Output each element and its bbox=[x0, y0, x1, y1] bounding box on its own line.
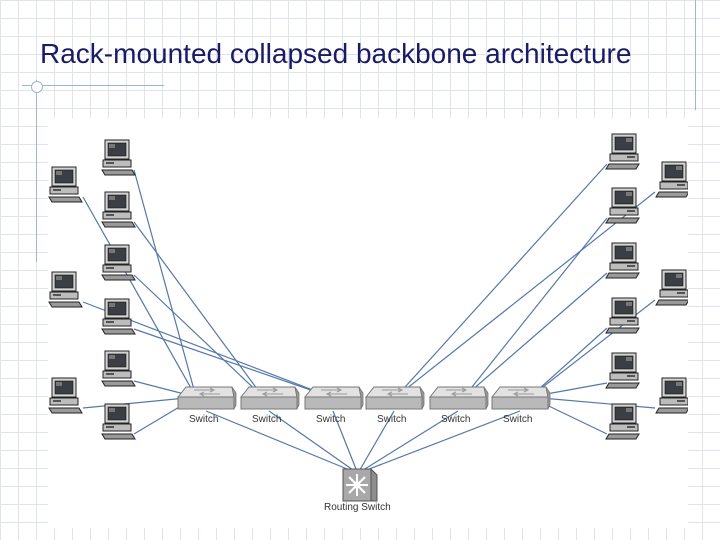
switch-label: Switch bbox=[503, 414, 533, 425]
link-left-2 bbox=[133, 221, 264, 398]
workstation-icon bbox=[655, 161, 688, 198]
workstation-icon bbox=[655, 377, 688, 414]
workstation-icon bbox=[605, 242, 640, 279]
workstation-icon bbox=[101, 403, 136, 440]
link-right-2 bbox=[463, 217, 608, 398]
workstation-icon bbox=[101, 139, 136, 176]
link-right-3 bbox=[463, 272, 608, 398]
link-left-5 bbox=[133, 328, 332, 398]
switch-icon bbox=[239, 386, 300, 410]
link-right-0 bbox=[395, 163, 608, 398]
uplink-5 bbox=[363, 410, 521, 472]
workstation-icon bbox=[605, 352, 640, 389]
network-links bbox=[48, 133, 688, 502]
workstation-icon bbox=[48, 377, 83, 414]
workstation-icon bbox=[101, 350, 136, 387]
switch-label: Switch bbox=[252, 414, 282, 425]
right-rule bbox=[695, 0, 696, 110]
uplink-4 bbox=[361, 410, 459, 472]
uplink-1 bbox=[268, 410, 355, 472]
switch-icon bbox=[303, 386, 364, 410]
workstation-icon bbox=[48, 166, 83, 203]
workstation-icon bbox=[101, 244, 136, 281]
uplink-3 bbox=[358, 410, 395, 472]
left-rule bbox=[36, 80, 37, 262]
page-title: Rack-mounted collapsed backbone architec… bbox=[40, 38, 632, 69]
link-left-1 bbox=[82, 196, 197, 398]
link-right-5 bbox=[529, 327, 608, 398]
workstation-icon bbox=[101, 298, 136, 335]
link-left-0 bbox=[133, 169, 197, 398]
title-bullet-circle bbox=[31, 81, 43, 93]
uplink-2 bbox=[332, 410, 358, 472]
workstation-icon bbox=[101, 191, 136, 228]
routing-switch-label: Routing Switch bbox=[324, 502, 391, 513]
switch-icon bbox=[364, 386, 425, 410]
workstation-icon bbox=[655, 269, 688, 306]
workstation-icon bbox=[605, 187, 640, 224]
switch-label: Switch bbox=[316, 414, 346, 425]
switch-icon bbox=[490, 386, 551, 410]
switch-label: Switch bbox=[377, 414, 407, 425]
title-rule bbox=[22, 85, 164, 86]
workstation-icon bbox=[605, 133, 640, 170]
link-left-3 bbox=[133, 274, 264, 398]
workstation-icon bbox=[605, 297, 640, 334]
routing-switch-icon bbox=[342, 468, 378, 502]
link-left-7 bbox=[82, 396, 197, 409]
switch-icon bbox=[428, 386, 489, 410]
switch-label: Switch bbox=[189, 414, 219, 425]
workstation-icon bbox=[605, 403, 640, 440]
workstation-icon bbox=[48, 271, 83, 308]
link-right-1 bbox=[395, 191, 656, 398]
switch-label: Switch bbox=[441, 414, 471, 425]
switch-icon bbox=[176, 386, 237, 410]
uplink-0 bbox=[205, 410, 353, 472]
